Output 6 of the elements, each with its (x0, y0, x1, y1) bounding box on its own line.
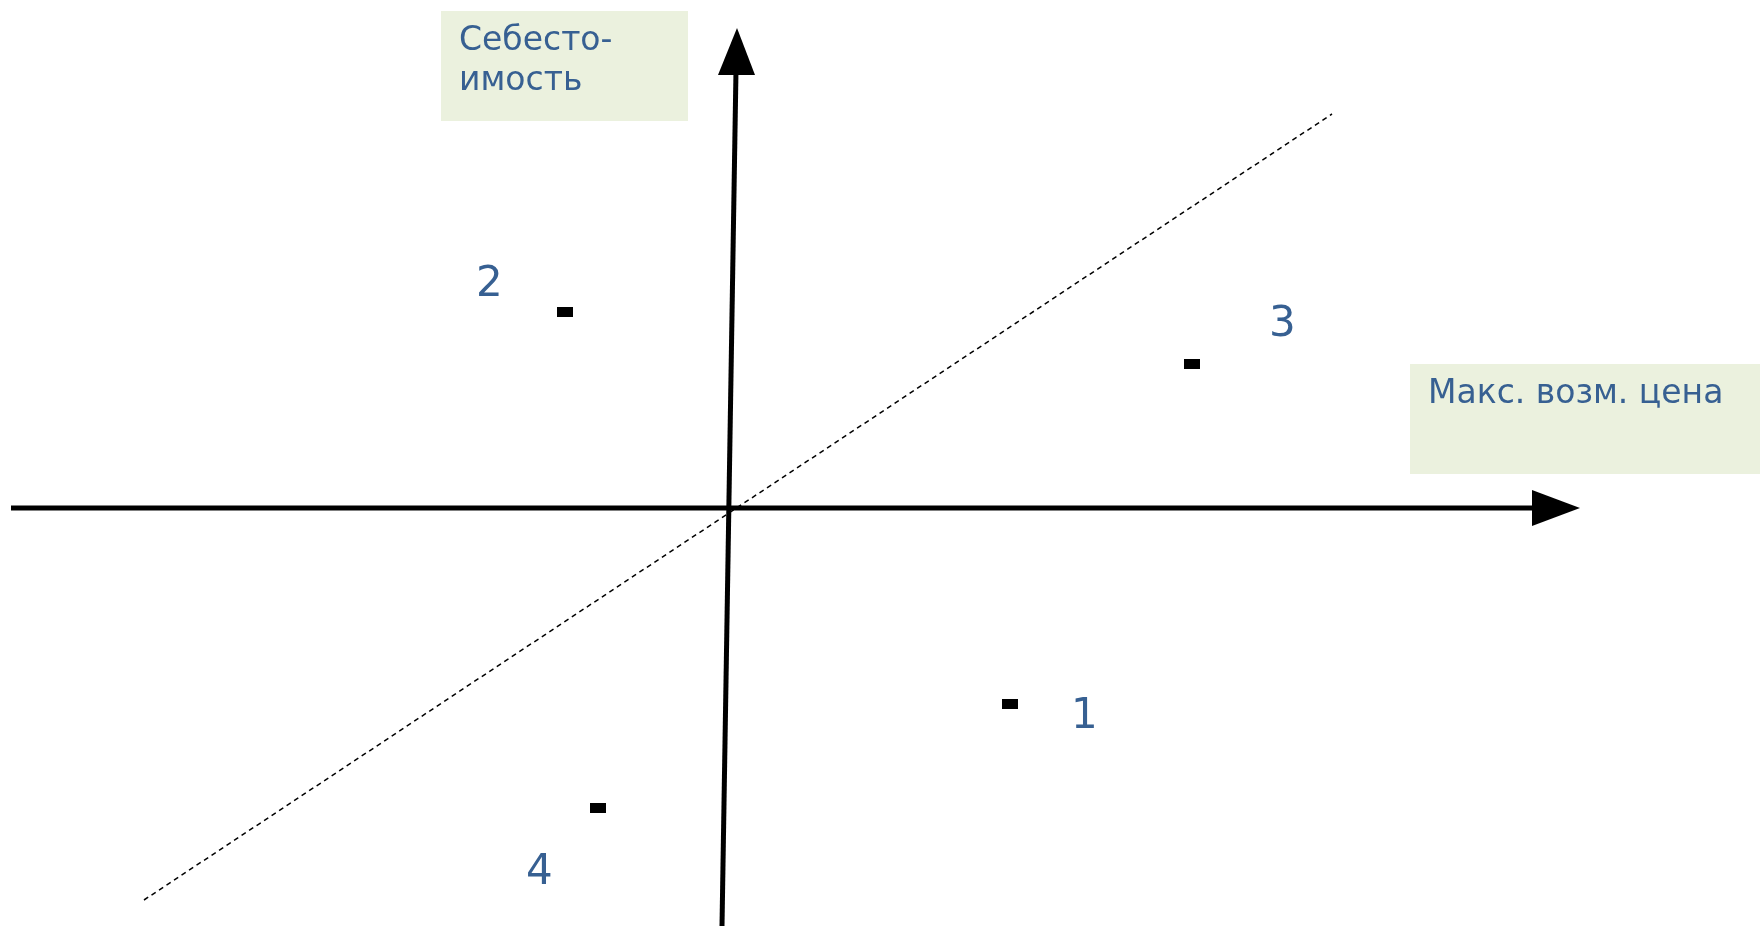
axis-label: Себесто- имость (441, 11, 688, 121)
point-number: 4 (526, 846, 553, 894)
point-number: 1 (1071, 690, 1098, 738)
axis-label: Макс. возм. цена (1410, 364, 1760, 474)
point-number: 2 (476, 258, 503, 306)
point-number: 3 (1269, 298, 1296, 346)
